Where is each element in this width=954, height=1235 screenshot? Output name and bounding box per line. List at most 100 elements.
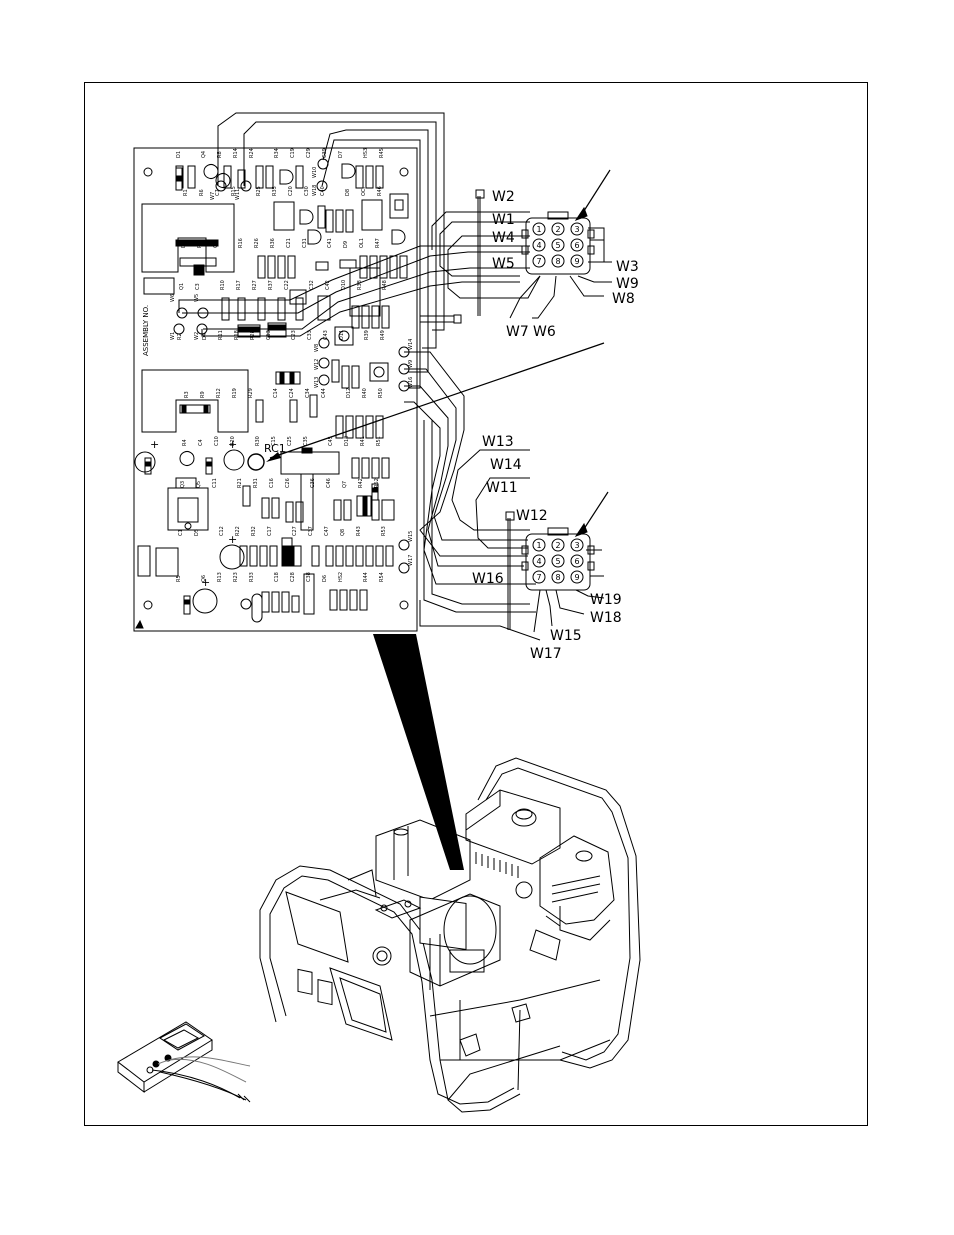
generator-welder-icon	[259, 757, 641, 1113]
component-label-c21: C21	[286, 238, 292, 248]
multimeter-icon	[117, 1021, 251, 1103]
component-label-c23: C23	[291, 330, 297, 340]
component-label-r13: R13	[217, 572, 223, 582]
component-label-r42: R42	[358, 478, 364, 488]
component-label-r11: R11	[218, 330, 224, 340]
component-label-r9: R9	[200, 391, 206, 398]
component-label-r31: R31	[253, 478, 259, 488]
callout-wedge	[373, 634, 464, 870]
component-label-r35: R35	[272, 186, 278, 196]
wire-harness	[178, 112, 612, 641]
plug-top-pin-4	[532, 238, 546, 252]
component-label-q3: Q3	[180, 481, 186, 488]
component-label-c42: C42	[325, 280, 331, 290]
label-w15: W15	[550, 628, 582, 644]
component-label-d2: D2	[181, 241, 187, 248]
component-label-q4: Q4	[201, 151, 207, 158]
plug-bottom-pin-label-6: 6	[574, 557, 579, 566]
plug-bottom-pin-label-3: 3	[574, 541, 579, 550]
label-w17: W17	[530, 646, 562, 662]
resistors-mid	[221, 297, 395, 523]
plug-bottom-pin-label-5: 5	[555, 557, 560, 566]
component-label-r19: R19	[232, 388, 238, 398]
component-label-oci: OCI	[361, 187, 367, 196]
label-w7: W7	[506, 324, 529, 340]
plug-bottom-pin-9	[570, 570, 584, 584]
plug-bottom-pin-8	[551, 570, 565, 584]
test-point-label-w5: W5	[194, 294, 200, 302]
component-label-r41: R41	[360, 436, 366, 446]
component-label-r47: R47	[375, 238, 381, 248]
test-point-label-w11: W11	[235, 189, 241, 200]
plug-top-pin-label-9: 9	[574, 257, 579, 266]
component-label-c27: C27	[292, 526, 298, 536]
label-w12: W12	[516, 508, 548, 524]
component-label-c47: C47	[324, 526, 330, 536]
test-point-label-w10: W10	[312, 167, 318, 178]
plug-top-pin-label-5: 5	[555, 241, 560, 250]
test-point-label-w2: W2	[194, 332, 200, 340]
component-label-r45: R45	[379, 148, 385, 158]
component-label-r32: R32	[251, 526, 257, 536]
plug-bottom-pin-5	[551, 554, 565, 568]
component-label-c31: C31	[302, 238, 308, 248]
label-w6: W6	[533, 324, 556, 340]
label-w13: W13	[482, 434, 514, 450]
plug-bottom-pin-label-4: 4	[536, 557, 541, 566]
component-label-r20: R20	[230, 436, 236, 446]
figure-frame	[84, 82, 868, 1126]
plug-top-pin-6	[570, 238, 584, 252]
component-label-r15: R15	[231, 186, 237, 196]
component-label-r3: R3	[184, 391, 190, 398]
component-label-r34: R34	[274, 148, 280, 158]
component-label-c20: C20	[288, 186, 294, 196]
plug-bottom-pin-3	[570, 538, 584, 552]
component-label-q7: Q7	[342, 481, 348, 488]
plug-top-pin-label-2: 2	[555, 225, 560, 234]
rc1-pointer	[269, 342, 605, 459]
component-label-c29: C29	[306, 148, 312, 158]
heatsink-hs3	[141, 203, 235, 273]
plug-bottom-pin-label-1: 1	[536, 541, 541, 550]
component-label-c34: C34	[305, 388, 311, 398]
component-label-r29: R29	[248, 388, 254, 398]
component-label-r33: R33	[249, 572, 255, 582]
component-label-c25: C25	[287, 436, 293, 446]
plug-connector-top	[521, 169, 611, 275]
test-point-label-w14: W14	[408, 339, 414, 350]
resistors-bottom	[239, 545, 394, 623]
component-label-c19: C19	[290, 148, 296, 158]
plug-top-pin-9	[570, 254, 584, 268]
component-label-r53: R53	[381, 526, 387, 536]
component-label-c43: C43	[323, 330, 329, 340]
plug-bottom-pin-6	[570, 554, 584, 568]
test-point-label-w17: W17	[408, 555, 414, 566]
test-point-label-w16: W16	[408, 377, 414, 388]
component-label-d12: D12	[346, 388, 352, 398]
component-label-r26: R26	[254, 238, 260, 248]
label-w19: W19	[590, 592, 622, 608]
component-label-r14: R14	[233, 148, 239, 158]
wire-labels: W2 W1 W4 W5 W3 W9 W8 W7 W6 W13 W14 W11 W…	[472, 189, 639, 662]
component-label-c17: C17	[267, 526, 273, 536]
label-w5: W5	[492, 256, 515, 272]
plug-top-pin-3	[570, 222, 584, 236]
test-point-label-w15: W15	[408, 531, 414, 542]
component-label-c28: C28	[290, 572, 296, 582]
component-label-c41: C41	[327, 238, 333, 248]
test-point-label-w13: W13	[314, 377, 320, 388]
test-point-label-w8: W8	[314, 344, 320, 352]
plug-top-pin-label-3: 3	[574, 225, 579, 234]
plug-bottom-pin-4	[532, 554, 546, 568]
component-label-r16: R16	[238, 238, 244, 248]
plug-top-pin-label-1: 1	[536, 225, 541, 234]
resistors-top	[175, 165, 408, 279]
component-label-c14: C14	[273, 388, 279, 398]
component-label-ol1: OL1	[359, 238, 365, 248]
plug-top-pin-8	[551, 254, 565, 268]
component-label-r23: R23	[233, 572, 239, 582]
